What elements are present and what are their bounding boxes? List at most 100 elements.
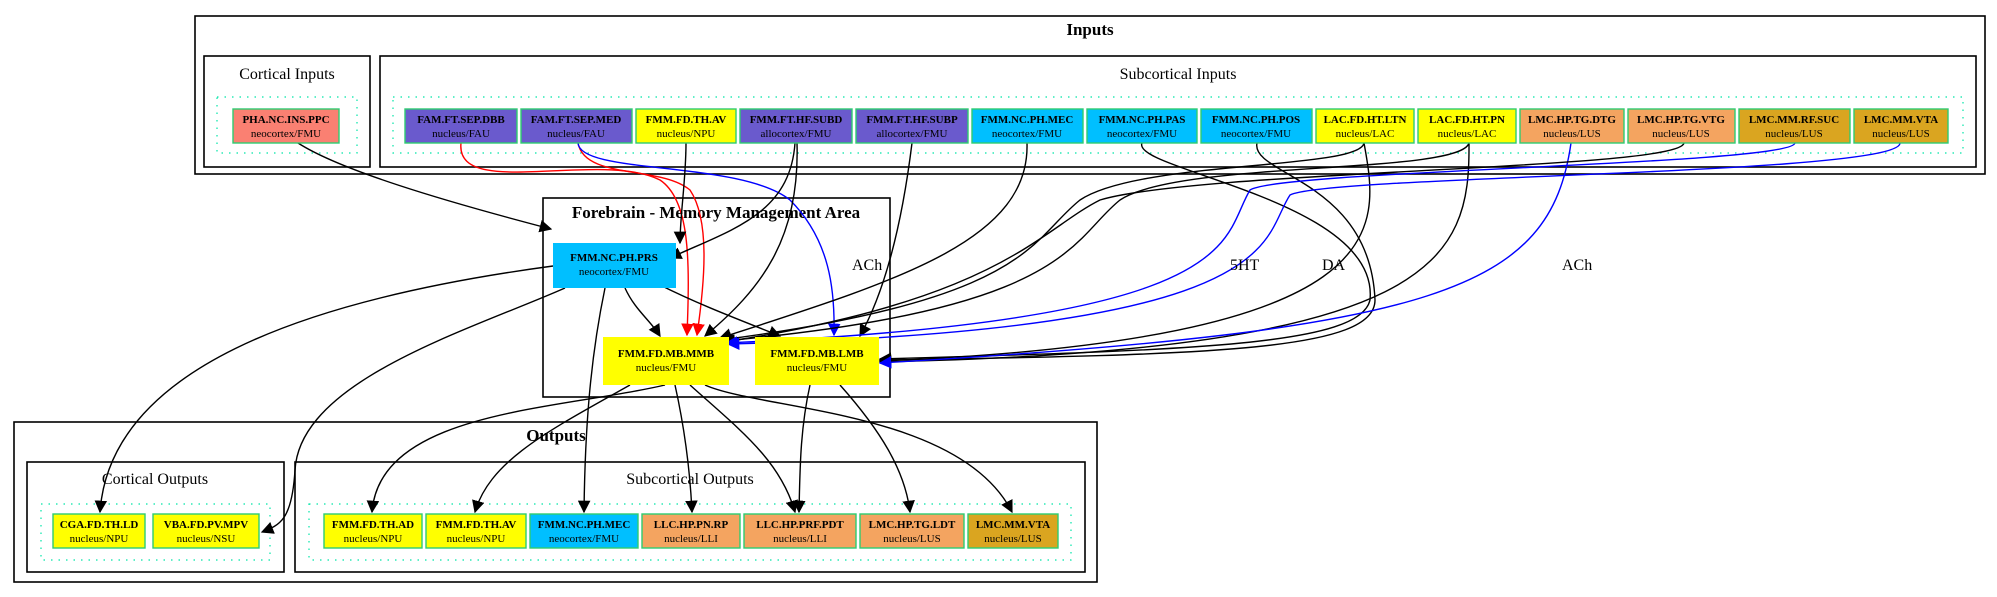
edge-pn-to-mmb: [720, 142, 1470, 347]
node-pha-nc-ins-ppc[interactable]: PHA.NC.INS.PPC neocortex/FMU: [232, 108, 340, 144]
node-name: FMM.NC.PH.POS: [1212, 114, 1300, 126]
edge-subp-to-lmb: [859, 142, 913, 338]
node-fmm-fd-th-av-input[interactable]: FMM.FD.TH.AV nucleus/NPU: [635, 108, 737, 144]
edge-suc-to-mmb: [724, 142, 1796, 349]
node-fmm-fd-th-ad[interactable]: FMM.FD.TH.AD nucleus/NPU: [323, 513, 423, 549]
node-fmm-nc-ph-pos[interactable]: FMM.NC.PH.POS neocortex/FMU: [1200, 108, 1313, 144]
edge-prs-to-mpv: [260, 287, 566, 534]
node-name: FMM.FT.HF.SUBD: [750, 114, 843, 126]
edge-label-ach-left: ACh: [852, 257, 882, 274]
cluster-cortical-outputs-title: Cortical Outputs: [102, 471, 208, 488]
node-subtitle: neocortex/FMU: [1221, 128, 1291, 140]
edge-label-da: DA: [1322, 257, 1346, 274]
edge-dtg-to-lmb: [878, 142, 1572, 369]
edge-mmb-to-av-out: [472, 384, 631, 514]
node-lmc-hp-tg-ldt[interactable]: LMC.HP.TG.LDT nucleus/LUS: [859, 513, 965, 549]
node-fmm-nc-ph-mec-output-box: [529, 513, 639, 549]
node-lac-fd-ht-ltn-box: [1315, 108, 1415, 144]
node-subtitle: allocortex/FMU: [877, 128, 948, 140]
edge-mmb-to-vta-out: [704, 384, 1013, 514]
node-lmc-hp-tg-dtg-box: [1519, 108, 1625, 144]
edge-subd-to-prs: [668, 142, 796, 259]
node-subtitle: nucleus/LUS: [1543, 128, 1600, 140]
node-name: FMM.FD.TH.AV: [436, 519, 517, 531]
node-fmm-ft-hf-subd-box: [739, 108, 853, 144]
node-vba-fd-pv-mpv[interactable]: VBA.FD.PV.MPV nucleus/NSU: [152, 513, 260, 549]
node-fam-ft-sep-med-box: [520, 108, 633, 144]
node-name: LMC.HP.TG.LDT: [869, 519, 956, 531]
node-fmm-fd-mb-lmb-box: [755, 337, 879, 385]
node-cga-fd-th-ld[interactable]: CGA.FD.TH.LD nucleus/NPU: [52, 513, 146, 549]
node-name: LMC.MM.VTA: [976, 519, 1050, 531]
node-subtitle: nucleus/FMU: [787, 362, 848, 374]
cluster-outputs: Outputs: [13, 421, 1098, 583]
edge-th-av-to-prs: [673, 142, 687, 245]
node-fmm-fd-mb-lmb[interactable]: FMM.FD.MB.LMB nucleus/FMU: [755, 337, 879, 385]
edge-vta-in-to-mmb: [726, 142, 1901, 351]
node-lmc-hp-tg-dtg[interactable]: LMC.HP.TG.DTG nucleus/LUS: [1519, 108, 1625, 144]
node-fmm-nc-ph-mec-output[interactable]: FMM.NC.PH.MEC neocortex/FMU: [529, 513, 639, 549]
edge-labels: ACh 5HT DA ACh: [852, 257, 1592, 274]
edges: [94, 142, 1901, 534]
node-name: FMM.FD.TH.AD: [332, 519, 414, 531]
edge-med-to-lmb: [577, 142, 841, 337]
node-subtitle: neocortex/FMU: [549, 533, 619, 545]
node-subtitle: neocortex/FMU: [251, 128, 321, 140]
node-fmm-fd-mb-mmb[interactable]: FMM.FD.MB.MMB nucleus/FMU: [603, 337, 729, 385]
cluster-cortical-inputs-title: Cortical Inputs: [239, 66, 335, 83]
node-fmm-nc-ph-mec-input-box: [971, 108, 1084, 144]
node-fmm-fd-th-av-output-box: [425, 513, 527, 549]
node-lmc-mm-rf-suc[interactable]: LMC.MM.RF.SUC nucleus/LUS: [1738, 108, 1851, 144]
node-subtitle: neocortex/FMU: [992, 128, 1062, 140]
edge-mmb-to-ad: [366, 384, 666, 514]
node-subtitle: nucleus/LLI: [664, 533, 718, 545]
nodes: PHA.NC.INS.PPC neocortex/FMU FAM.FT.SEP.…: [52, 108, 1949, 549]
node-fmm-nc-ph-mec-input[interactable]: FMM.NC.PH.MEC neocortex/FMU: [971, 108, 1084, 144]
node-lac-fd-ht-pn-box: [1417, 108, 1517, 144]
node-fam-ft-sep-dbb[interactable]: FAM.FT.SEP.DBB nucleus/FAU: [404, 108, 518, 144]
node-llc-hp-prf-pdt[interactable]: LLC.HP.PRF.PDT nucleus/LLI: [743, 513, 857, 549]
cluster-inputs-title: Inputs: [1066, 20, 1114, 39]
node-name: LAC.FD.HT.PN: [1429, 114, 1505, 126]
node-pha-nc-ins-ppc-box: [232, 108, 340, 144]
cluster-outputs-title: Outputs: [526, 426, 586, 445]
node-fmm-nc-ph-pos-box: [1200, 108, 1313, 144]
node-llc-hp-prf-pdt-box: [743, 513, 857, 549]
node-fmm-nc-ph-pas[interactable]: FMM.NC.PH.PAS neocortex/FMU: [1086, 108, 1198, 144]
node-fmm-ft-hf-subd[interactable]: FMM.FT.HF.SUBD allocortex/FMU: [739, 108, 853, 144]
node-subtitle: nucleus/LUS: [1765, 128, 1822, 140]
node-fmm-fd-th-av-output[interactable]: FMM.FD.TH.AV nucleus/NPU: [425, 513, 527, 549]
node-subtitle: nucleus/FAU: [432, 128, 490, 140]
edge-ltn-to-lmb: [878, 142, 1371, 367]
node-fam-ft-sep-med[interactable]: FAM.FT.SEP.MED nucleus/FAU: [520, 108, 633, 144]
edge-mmb-to-rp: [674, 384, 698, 514]
edge-pas-to-lmb: [878, 142, 1371, 365]
node-name: CGA.FD.TH.LD: [60, 519, 139, 531]
node-fmm-fd-th-ad-box: [323, 513, 423, 549]
node-fmm-ft-hf-subp[interactable]: FMM.FT.HF.SUBP allocortex/FMU: [855, 108, 969, 144]
node-name: LMC.MM.RF.SUC: [1749, 114, 1839, 126]
node-fam-ft-sep-dbb-box: [404, 108, 518, 144]
node-subtitle: neocortex/FMU: [1107, 128, 1177, 140]
node-name: FMM.NC.PH.PRS: [570, 252, 658, 264]
node-name: FMM.NC.PH.MEC: [981, 114, 1074, 126]
node-name: FMM.FT.HF.SUBP: [866, 114, 958, 126]
node-lac-fd-ht-pn[interactable]: LAC.FD.HT.PN nucleus/LAC: [1417, 108, 1517, 144]
edge-prs-to-mec-out: [577, 287, 606, 514]
node-fmm-nc-ph-prs[interactable]: FMM.NC.PH.PRS neocortex/FMU: [553, 243, 676, 288]
node-lmc-mm-vta-output[interactable]: LMC.MM.VTA nucleus/LUS: [967, 513, 1059, 549]
node-subtitle: nucleus/NPU: [447, 533, 506, 545]
node-subtitle: nucleus/NSU: [177, 533, 236, 545]
node-lac-fd-ht-ltn[interactable]: LAC.FD.HT.LTN nucleus/LAC: [1315, 108, 1415, 144]
node-lmc-mm-vta-input-box: [1853, 108, 1949, 144]
node-subtitle: nucleus/NPU: [70, 533, 129, 545]
node-fmm-nc-ph-prs-box: [553, 243, 676, 288]
edge-prs-to-lmb: [659, 284, 782, 338]
node-llc-hp-pn-rp[interactable]: LLC.HP.PN.RP nucleus/LLI: [641, 513, 741, 549]
node-name: LLC.HP.PRF.PDT: [756, 519, 844, 531]
node-name: LAC.FD.HT.LTN: [1324, 114, 1407, 126]
edge-ltn-to-mmb: [718, 142, 1365, 345]
node-lmc-mm-vta-input[interactable]: LMC.MM.VTA nucleus/LUS: [1853, 108, 1949, 144]
node-lmc-hp-tg-vtg[interactable]: LMC.HP.TG.VTG nucleus/LUS: [1627, 108, 1736, 144]
node-fmm-ft-hf-subp-box: [855, 108, 969, 144]
